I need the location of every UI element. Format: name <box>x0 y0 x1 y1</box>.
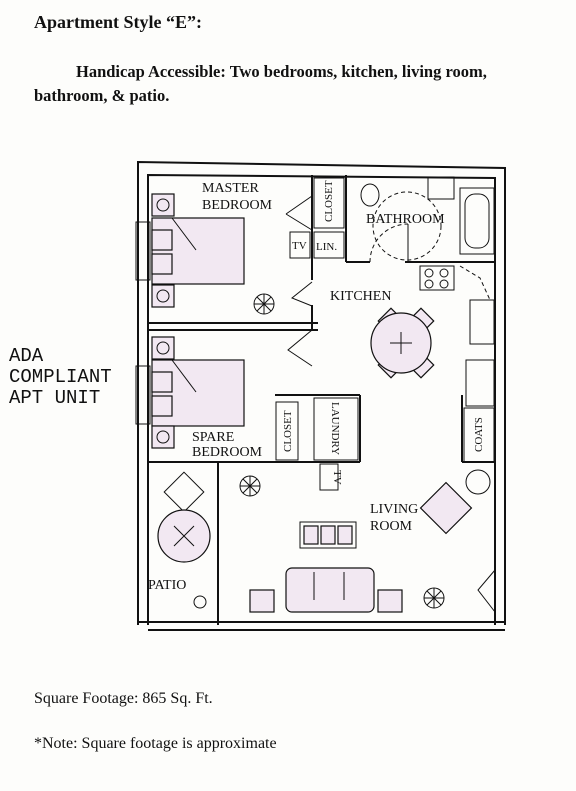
tv-label: TV <box>331 470 343 485</box>
exterior-walls <box>137 160 506 631</box>
doors <box>217 195 496 613</box>
ada-compliant-label: ADA COMPLIANT APT UNIT <box>9 345 112 409</box>
laundry-closet <box>313 397 359 461</box>
closet-spare <box>275 401 299 461</box>
sink <box>427 176 455 200</box>
stove <box>419 265 455 291</box>
master-bedroom-label: BEDROOM <box>202 198 273 213</box>
apartment-description: Handicap Accessible: Two bedrooms, kitch… <box>34 62 487 105</box>
end-table <box>249 589 275 613</box>
bathtub <box>459 187 495 255</box>
closet-label: CLOSET <box>282 410 294 452</box>
living-room-label: LIVING <box>370 502 418 517</box>
side-table <box>465 469 491 495</box>
nightstand <box>151 425 175 449</box>
dining-table <box>370 307 435 379</box>
spare-bedroom-label: SPARE <box>192 430 234 445</box>
plant-icon <box>423 587 445 609</box>
linen-label: LIN. <box>316 241 337 253</box>
windows <box>135 221 151 425</box>
patio-label: PATIO <box>148 578 186 593</box>
sofa <box>285 567 375 613</box>
laundry-label: LAUNDRY <box>329 402 341 455</box>
spare-bed <box>151 359 245 427</box>
kitchen-label: KITCHEN <box>330 289 391 304</box>
tv-label: TV <box>292 240 307 252</box>
closet-master <box>313 177 345 229</box>
tv-living <box>319 463 339 491</box>
plant-icon <box>239 475 261 497</box>
patio-lounger <box>163 471 205 513</box>
approximation-note: *Note: Square footage is approximate <box>34 735 277 752</box>
end-table <box>377 589 403 613</box>
armchair <box>419 481 473 535</box>
counter <box>465 359 495 407</box>
nightstand <box>151 284 175 308</box>
master-bed <box>151 217 245 285</box>
square-footage: Square Footage: 865 Sq. Ft. <box>34 690 213 707</box>
interior-walls <box>148 175 495 625</box>
coffee-table <box>299 521 357 549</box>
coats-label: COATS <box>473 417 485 452</box>
closet-label: CLOSET <box>323 180 335 222</box>
bathroom-label: BATHROOM <box>366 212 445 227</box>
master-bedroom-label: MASTER <box>202 181 259 196</box>
nightstand <box>151 336 175 360</box>
linen-closet <box>313 231 345 259</box>
coats-closet <box>463 407 495 463</box>
nightstand <box>151 193 175 217</box>
floor-plan: CLOSET LIN. TV COATS CLOSET LAUNDRY TV <box>135 160 506 631</box>
tv-master <box>289 231 311 259</box>
page-title: Apartment Style “E”: <box>34 12 202 32</box>
plant-icon <box>253 293 275 315</box>
patio-plant-icon <box>193 595 207 609</box>
spare-bedroom-label: BEDROOM <box>192 445 263 460</box>
kitchen-sink <box>469 299 495 345</box>
living-room-label: ROOM <box>370 519 413 534</box>
toilet <box>360 183 380 207</box>
